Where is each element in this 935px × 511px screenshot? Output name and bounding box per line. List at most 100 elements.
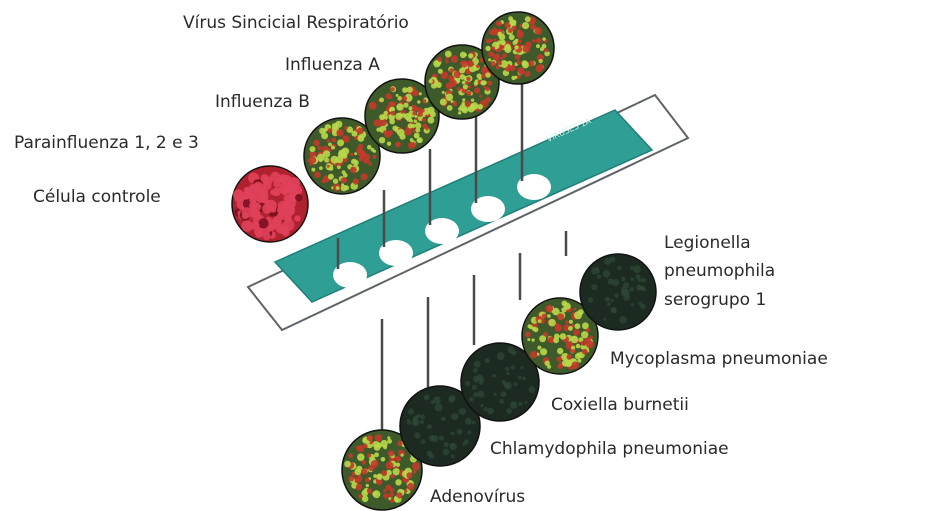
sample-speckle (582, 349, 588, 355)
sample-speckle (466, 77, 470, 81)
sample-speckle (621, 277, 626, 282)
sample-speckle (317, 146, 322, 151)
sample-speckle (571, 336, 579, 344)
sample-speckle (492, 46, 496, 50)
sample-speckle (379, 114, 385, 120)
sample-speckle (512, 350, 516, 354)
sample-speckle (373, 150, 376, 153)
sample-speckle (458, 111, 461, 114)
sample-speckle (527, 338, 530, 341)
sample-speckle (424, 395, 430, 401)
sample-speckle (386, 462, 394, 470)
sample-speckle (379, 137, 385, 143)
sample-speckle (354, 152, 357, 155)
sample-speckle (389, 119, 395, 125)
sample-speckle (344, 185, 349, 190)
sample-speckle (636, 274, 641, 279)
sample-speckle (474, 361, 481, 368)
sample-speckle (485, 46, 490, 51)
sample-speckle (427, 451, 433, 457)
sample-speckle (538, 319, 542, 323)
sample-speckle (487, 81, 492, 86)
sample-speckle (373, 155, 377, 159)
sample-speckle (540, 348, 547, 355)
sample-speckle (557, 313, 564, 320)
sample-speckle (435, 404, 443, 412)
sample-speckle (465, 418, 472, 425)
sample-speckle (542, 44, 547, 49)
sample-speckle (497, 352, 505, 360)
sample-speckle (528, 324, 532, 328)
sample-speckle (357, 445, 364, 452)
sample-speckle (406, 472, 412, 478)
sample-speckle (581, 331, 588, 338)
sample-speckle (448, 75, 454, 81)
label-influenza-a: Influenza A (285, 55, 380, 75)
sample-speckle (314, 171, 321, 178)
sample-speckle (630, 277, 634, 281)
sample-speckle (490, 61, 495, 66)
sample-speckle (384, 111, 388, 115)
sample-speckle (446, 94, 453, 101)
sample-speckle (412, 462, 420, 470)
sample-speckle (633, 265, 641, 273)
sample-speckle (449, 68, 454, 73)
sample-speckle (517, 75, 521, 79)
sample-speckle (462, 81, 466, 85)
sample-speckle (501, 391, 507, 397)
sample-speckle (483, 407, 487, 411)
sample-speckle (473, 376, 480, 383)
sample-speckle (511, 76, 515, 80)
label-chlamydophila: Chlamydophila pneumoniae (490, 439, 729, 459)
sample-speckle (392, 126, 397, 131)
sample-speckle (439, 435, 444, 440)
sample-speckle (451, 455, 455, 459)
sample-speckle (348, 476, 354, 482)
sample-speckle (542, 314, 547, 319)
sample-speckle (571, 362, 579, 370)
sample-speckle (442, 91, 445, 94)
sample-speckle (412, 112, 416, 116)
sample-speckle (505, 44, 511, 50)
sample-speckle (619, 316, 627, 324)
sample-speckle (341, 183, 344, 186)
sample-speckle (478, 391, 485, 398)
sample-speckle (519, 402, 523, 406)
sample-speckle (353, 178, 359, 184)
sample-speckle (449, 443, 457, 451)
sample-speckle (522, 22, 529, 29)
sample-speckle (496, 21, 502, 27)
sample-speckle (414, 135, 417, 138)
sample-speckle (471, 102, 479, 110)
sample-speckle (608, 279, 614, 285)
sample-speckle (597, 274, 601, 278)
sample-speckle (545, 49, 548, 52)
label-coxiella: Coxiella burnetii (551, 395, 689, 415)
sample-speckle (361, 152, 367, 158)
sample-speckle (407, 483, 414, 490)
sample-speckle (467, 60, 474, 67)
sample-speckle (344, 461, 351, 468)
sample-speckle (248, 184, 259, 195)
slide-well (419, 276, 453, 302)
sample-speckle (242, 213, 249, 220)
sample-speckle (480, 404, 483, 407)
sample-speckle (396, 463, 400, 467)
sample-speckle (390, 499, 394, 503)
sample-speckle (337, 165, 341, 169)
sample-speckle (525, 42, 532, 49)
sample-speckle (485, 87, 489, 91)
sample-speckle (450, 431, 454, 435)
sample-speckle (481, 74, 486, 79)
sample-speckle (416, 415, 420, 419)
sample-speckle (403, 103, 408, 108)
sample-speckle (419, 92, 422, 95)
sample-speckle (517, 60, 521, 64)
sample-speckle (337, 139, 344, 146)
sample-speckle (522, 377, 526, 381)
sample-speckle (487, 408, 494, 415)
sample-speckle (428, 117, 435, 124)
sample-speckle (425, 110, 430, 115)
sample-speckle (462, 98, 465, 101)
sample-speckle (431, 401, 435, 405)
